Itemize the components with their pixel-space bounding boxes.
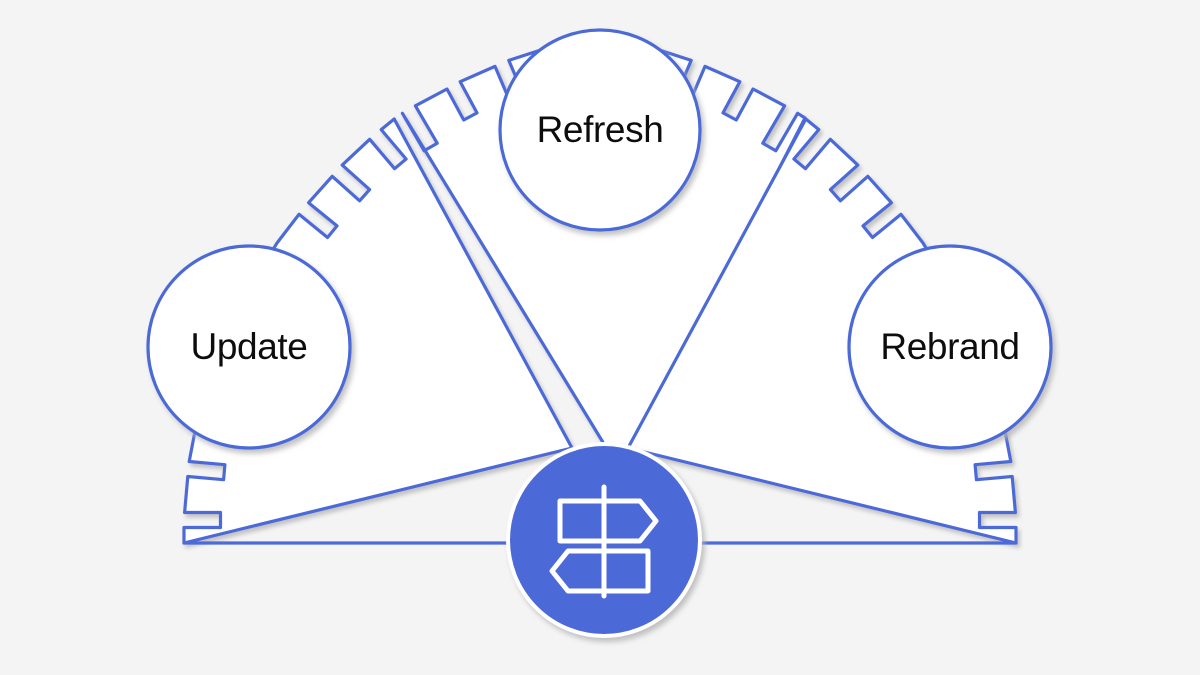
signpost-icon [549, 484, 659, 599]
node-circle-refresh[interactable] [498, 28, 702, 232]
node-circle-rebrand[interactable] [847, 244, 1053, 450]
node-circle-update[interactable] [146, 244, 352, 450]
node-circle-group [146, 28, 1053, 450]
hub-group[interactable] [506, 442, 702, 638]
